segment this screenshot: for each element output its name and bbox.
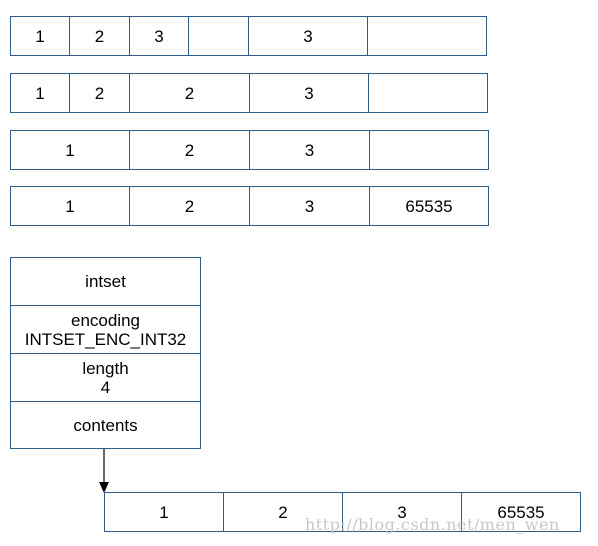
length-field: length 4 [10,353,201,402]
pointer-arrow [99,449,109,493]
upgrade-step-2-row: 1 2 2 3 [10,73,488,113]
array-cell [367,16,487,56]
upgrade-step-4-row: 1 2 3 65535 [10,186,489,226]
length-value: 4 [100,377,111,397]
array-cell: 2 [129,73,250,113]
contents-label: contents [73,415,138,435]
array-cell: 2 [69,73,130,113]
array-cell: 3 [249,186,370,226]
intset-title: intset [85,272,126,291]
contents-array-row: 1 2 3 65535 [104,492,581,532]
array-cell: 3 [249,73,369,113]
encoding-label: encoding [70,310,140,330]
upgrade-step-3-row: 1 2 3 [10,130,489,170]
array-cell: 1 [10,130,130,170]
array-cell: 2 [129,186,250,226]
array-cell: 3 [129,16,189,56]
array-cell: 2 [129,130,250,170]
array-cell [188,16,249,56]
array-cell: 65535 [369,186,489,226]
intset-title-field: intset [10,257,201,306]
array-cell [369,130,489,170]
contents-cell: 1 [104,492,224,532]
intset-struct: intset encoding INTSET_ENC_INT32 length … [10,257,201,449]
array-cell: 3 [248,16,368,56]
watermark: http://blog.csdn.net/men_wen [305,515,560,534]
contents-field: contents [10,401,201,449]
array-cell: 1 [10,73,70,113]
array-cell: 1 [10,186,130,226]
upgrade-step-1-row: 1 2 3 3 [10,16,487,56]
array-cell: 2 [69,16,130,56]
array-cell [368,73,488,113]
encoding-value: INTSET_ENC_INT32 [24,329,187,349]
encoding-field: encoding INTSET_ENC_INT32 [10,305,201,354]
array-cell: 3 [249,130,370,170]
length-label: length [82,358,129,378]
contents-cell: 65535 [461,492,581,532]
array-cell: 1 [10,16,70,56]
